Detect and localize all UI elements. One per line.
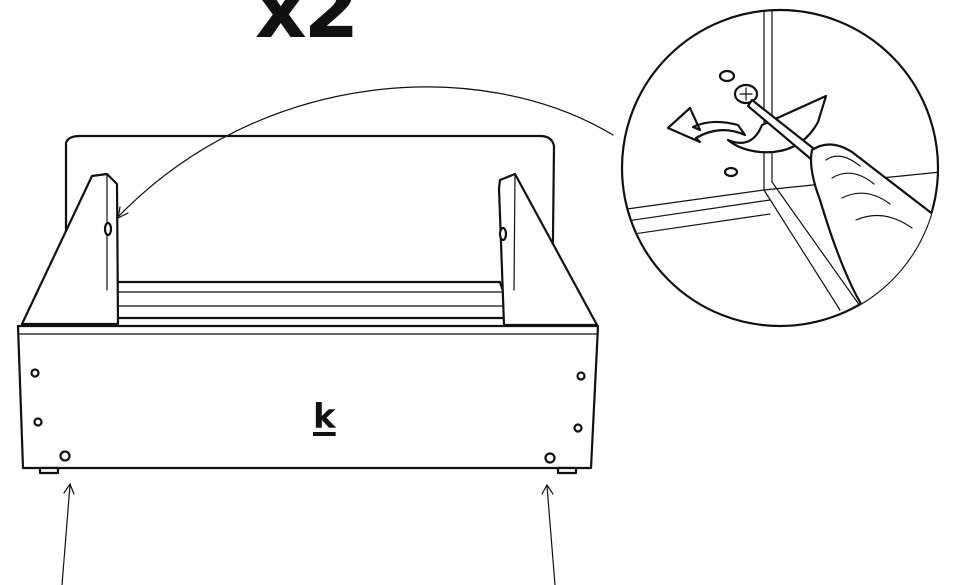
drawer-bottom-panel [98, 280, 514, 320]
screw-hole [576, 371, 586, 381]
screw-hole [33, 417, 43, 427]
cam-lock [723, 166, 739, 178]
cam-hole [103, 221, 113, 237]
screw-hole [544, 452, 556, 464]
screw-hole [59, 450, 71, 462]
drawer-foot [38, 466, 60, 475]
arrow-right-foot [541, 483, 556, 585]
drawer-left-side-panel [20, 172, 120, 326]
quantity-label: x2 [255, 0, 359, 56]
cam-screw-icon [718, 69, 759, 105]
drawer-foot [556, 466, 578, 475]
cam-hole [498, 226, 508, 242]
drawer-front-panel [16, 324, 600, 475]
arrow-left-foot [61, 482, 75, 585]
drawer-back-panel [64, 134, 556, 330]
screw-hole [30, 368, 40, 378]
detail-pointer-arrow [117, 86, 614, 220]
detail-magnifier-circle [620, 8, 940, 328]
screw-hole [573, 423, 583, 433]
part-label: k [313, 397, 336, 437]
